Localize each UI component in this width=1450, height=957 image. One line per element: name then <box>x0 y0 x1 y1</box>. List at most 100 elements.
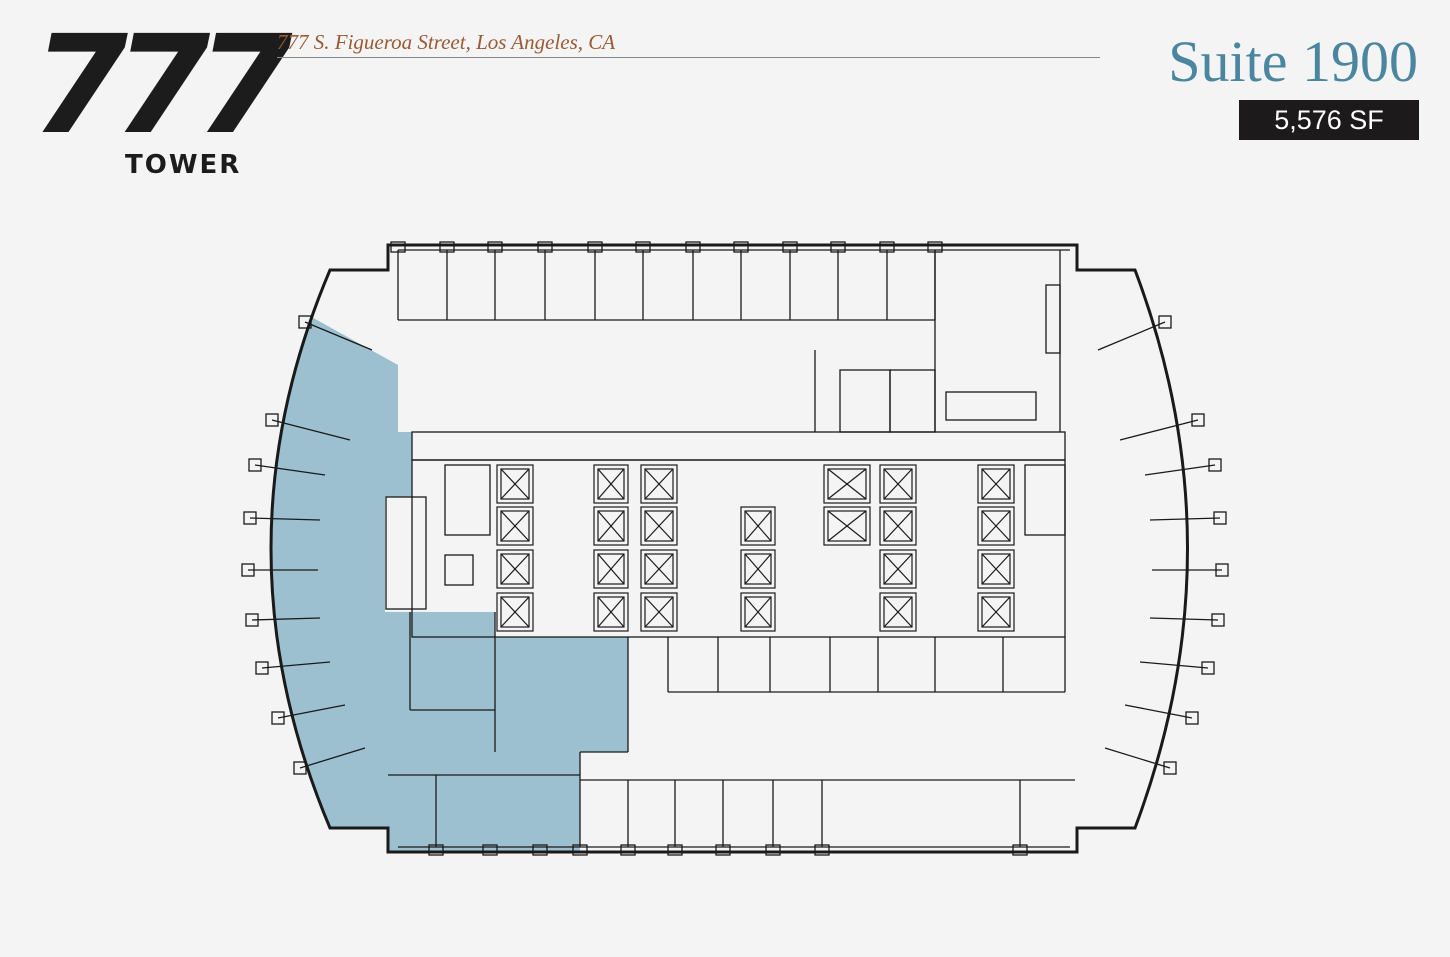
window-mullion <box>1201 661 1215 675</box>
window-mullion <box>1185 711 1199 725</box>
elevator-x <box>883 510 913 542</box>
logo-number: 777 <box>31 7 293 165</box>
window-mullion <box>782 241 798 253</box>
window-mullion <box>715 844 731 856</box>
interior-walls <box>241 241 1229 856</box>
elevator-cab <box>883 510 913 542</box>
window-mullion <box>298 315 312 329</box>
elevator <box>879 506 917 546</box>
window-mullion <box>572 844 588 856</box>
elevator-x <box>744 510 772 542</box>
elevator <box>593 506 629 546</box>
window-mullion <box>685 241 701 253</box>
elevator-x <box>883 553 913 585</box>
elevator <box>740 592 776 632</box>
office-wall <box>1149 517 1221 521</box>
office-wall <box>1144 464 1216 476</box>
elevator-x <box>981 510 1011 542</box>
window-mullion <box>537 241 553 253</box>
elevator-cab <box>597 596 625 628</box>
elevator <box>879 549 917 589</box>
elevator-x <box>500 468 530 500</box>
window-mullion <box>487 241 503 253</box>
window-mullion <box>814 844 830 856</box>
wall <box>1024 464 1066 536</box>
window-mullion <box>1211 613 1225 627</box>
elevator-x <box>500 553 530 585</box>
window-mullion <box>733 241 749 253</box>
elevator <box>823 464 871 504</box>
window-mullion <box>635 241 651 253</box>
header-divider <box>277 57 1100 58</box>
logo-word: TOWER <box>125 150 242 180</box>
elevator-banks <box>496 464 1015 632</box>
window-mullion <box>1191 413 1205 427</box>
office-wall <box>254 464 326 476</box>
window-mullion <box>587 241 603 253</box>
elevator-x <box>981 596 1011 628</box>
elevator <box>640 464 678 504</box>
elevator-cab <box>644 553 674 585</box>
elevator-cab <box>597 510 625 542</box>
building-core <box>411 459 1066 638</box>
elevator-cab <box>744 553 772 585</box>
elevator <box>496 549 534 589</box>
elevator-cab <box>644 468 674 500</box>
elevator <box>977 592 1015 632</box>
elevator <box>977 549 1015 589</box>
window-mullion <box>390 241 406 253</box>
window-mullion <box>879 241 895 253</box>
elevator-cab <box>883 596 913 628</box>
elevator <box>593 464 629 504</box>
elevator <box>593 549 629 589</box>
elevator-x <box>883 468 913 500</box>
elevator-x <box>597 553 625 585</box>
elevator <box>640 506 678 546</box>
wall <box>385 496 427 610</box>
elevator-x <box>597 510 625 542</box>
elevator <box>977 464 1015 504</box>
office-wall <box>249 517 321 521</box>
elevator-x <box>644 596 674 628</box>
elevator <box>496 592 534 632</box>
suite-1900-area[interactable] <box>200 305 628 860</box>
elevator-x <box>644 510 674 542</box>
elevator-cab <box>883 553 913 585</box>
elevator-x <box>827 468 867 500</box>
office-wall <box>1097 321 1166 351</box>
office-wall <box>304 321 373 351</box>
window-mullion <box>1158 315 1172 329</box>
elevator <box>740 549 776 589</box>
window-mullion <box>482 844 498 856</box>
elevator-cab <box>827 510 867 542</box>
window-mullion <box>830 241 846 253</box>
corridor <box>411 431 1066 461</box>
office-wall <box>1124 704 1193 719</box>
wall <box>444 554 474 586</box>
elevator <box>640 592 678 632</box>
elevator <box>977 506 1015 546</box>
suite-title: Suite 1900 <box>1168 29 1418 94</box>
window-mullion <box>1163 761 1177 775</box>
window-mullion <box>667 844 683 856</box>
elevator-cab <box>744 596 772 628</box>
elevator-cab <box>500 596 530 628</box>
elevator-cab <box>500 553 530 585</box>
wall <box>444 464 491 536</box>
elevator <box>879 464 917 504</box>
window-mullion <box>255 661 269 675</box>
elevator-x <box>744 553 772 585</box>
office-wall <box>1119 419 1199 441</box>
office-wall <box>1139 661 1209 669</box>
window-mullion <box>265 413 279 427</box>
elevator-cab <box>981 510 1011 542</box>
elevator-x <box>744 596 772 628</box>
elevator <box>496 506 534 546</box>
elevator-cab <box>597 468 625 500</box>
office-wall <box>261 661 331 669</box>
elevator <box>593 592 629 632</box>
window-mullion <box>271 711 285 725</box>
window-mullion <box>620 844 636 856</box>
elevator <box>640 549 678 589</box>
window-mullion <box>765 844 781 856</box>
